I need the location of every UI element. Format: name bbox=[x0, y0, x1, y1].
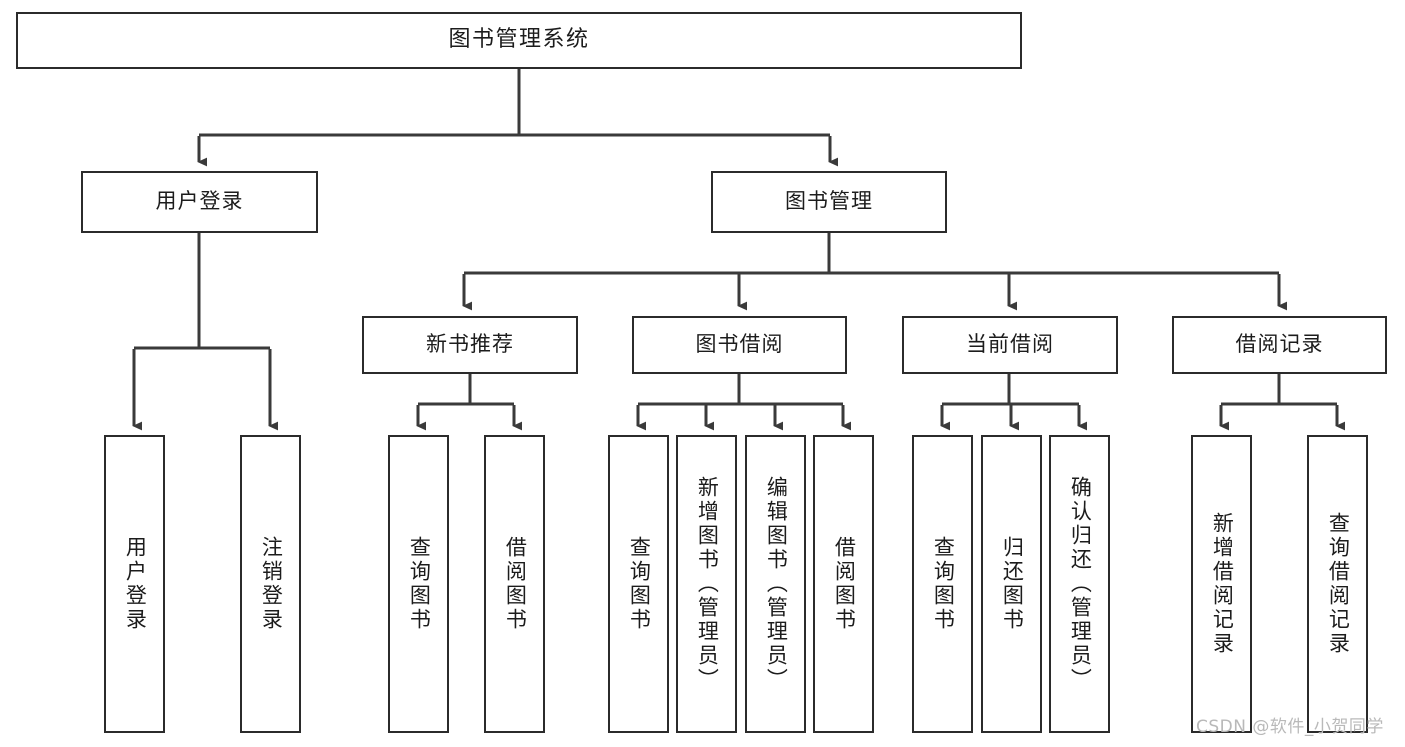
node-label: 查询图书 bbox=[931, 536, 956, 632]
node-label: 注销登录 bbox=[259, 536, 284, 632]
node-label: 归还图书 bbox=[1000, 536, 1025, 632]
node-current-borrow[interactable]: 当前借阅 bbox=[902, 316, 1118, 374]
node-leaf-confirm-return-admin[interactable]: 确认归还（管理员） bbox=[1049, 435, 1110, 733]
node-label: 编辑图书（管理员） bbox=[764, 476, 789, 692]
node-leaf-query-book-recommend[interactable]: 查询图书 bbox=[388, 435, 449, 733]
node-label: 借阅记录 bbox=[1235, 332, 1324, 357]
node-label: 当前借阅 bbox=[966, 332, 1054, 357]
node-leaf-add-book-admin[interactable]: 新增图书（管理员） bbox=[676, 435, 737, 733]
node-leaf-logout[interactable]: 注销登录 bbox=[240, 435, 301, 733]
node-label: 借阅图书 bbox=[832, 536, 857, 632]
node-label: 图书管理系统 bbox=[448, 27, 590, 53]
node-label: 查询图书 bbox=[407, 536, 432, 632]
node-leaf-user-login[interactable]: 用户登录 bbox=[104, 435, 165, 733]
node-book-manage[interactable]: 图书管理 bbox=[711, 171, 947, 233]
node-book-borrow[interactable]: 图书借阅 bbox=[632, 316, 847, 374]
node-label: 图书借阅 bbox=[695, 332, 784, 357]
node-leaf-edit-book-admin[interactable]: 编辑图书（管理员） bbox=[745, 435, 806, 733]
node-leaf-borrow-book-recommend[interactable]: 借阅图书 bbox=[484, 435, 545, 733]
node-label: 图书管理 bbox=[785, 189, 873, 214]
node-leaf-return-book[interactable]: 归还图书 bbox=[981, 435, 1042, 733]
node-root-system[interactable]: 图书管理系统 bbox=[16, 12, 1022, 69]
node-label: 借阅图书 bbox=[503, 536, 528, 632]
node-leaf-borrow-book[interactable]: 借阅图书 bbox=[813, 435, 874, 733]
node-leaf-add-borrow-record[interactable]: 新增借阅记录 bbox=[1191, 435, 1252, 733]
node-leaf-query-book-current[interactable]: 查询图书 bbox=[912, 435, 973, 733]
node-label: 查询借阅记录 bbox=[1326, 512, 1351, 656]
csdn-watermark: CSDN @软件_小贺同学 bbox=[1196, 717, 1384, 737]
node-leaf-query-borrow-record[interactable]: 查询借阅记录 bbox=[1307, 435, 1368, 733]
node-label: 新增图书（管理员） bbox=[695, 476, 720, 692]
node-label: 确认归还（管理员） bbox=[1068, 476, 1093, 692]
node-label: 用户登录 bbox=[155, 189, 244, 214]
node-leaf-query-book-borrow[interactable]: 查询图书 bbox=[608, 435, 669, 733]
node-label: 查询图书 bbox=[627, 536, 652, 632]
node-new-book-recommend[interactable]: 新书推荐 bbox=[362, 316, 578, 374]
node-user-login[interactable]: 用户登录 bbox=[81, 171, 318, 233]
node-label: 用户登录 bbox=[123, 536, 148, 632]
node-label: 新书推荐 bbox=[426, 332, 514, 357]
node-borrow-record[interactable]: 借阅记录 bbox=[1172, 316, 1387, 374]
node-label: 新增借阅记录 bbox=[1210, 512, 1235, 656]
